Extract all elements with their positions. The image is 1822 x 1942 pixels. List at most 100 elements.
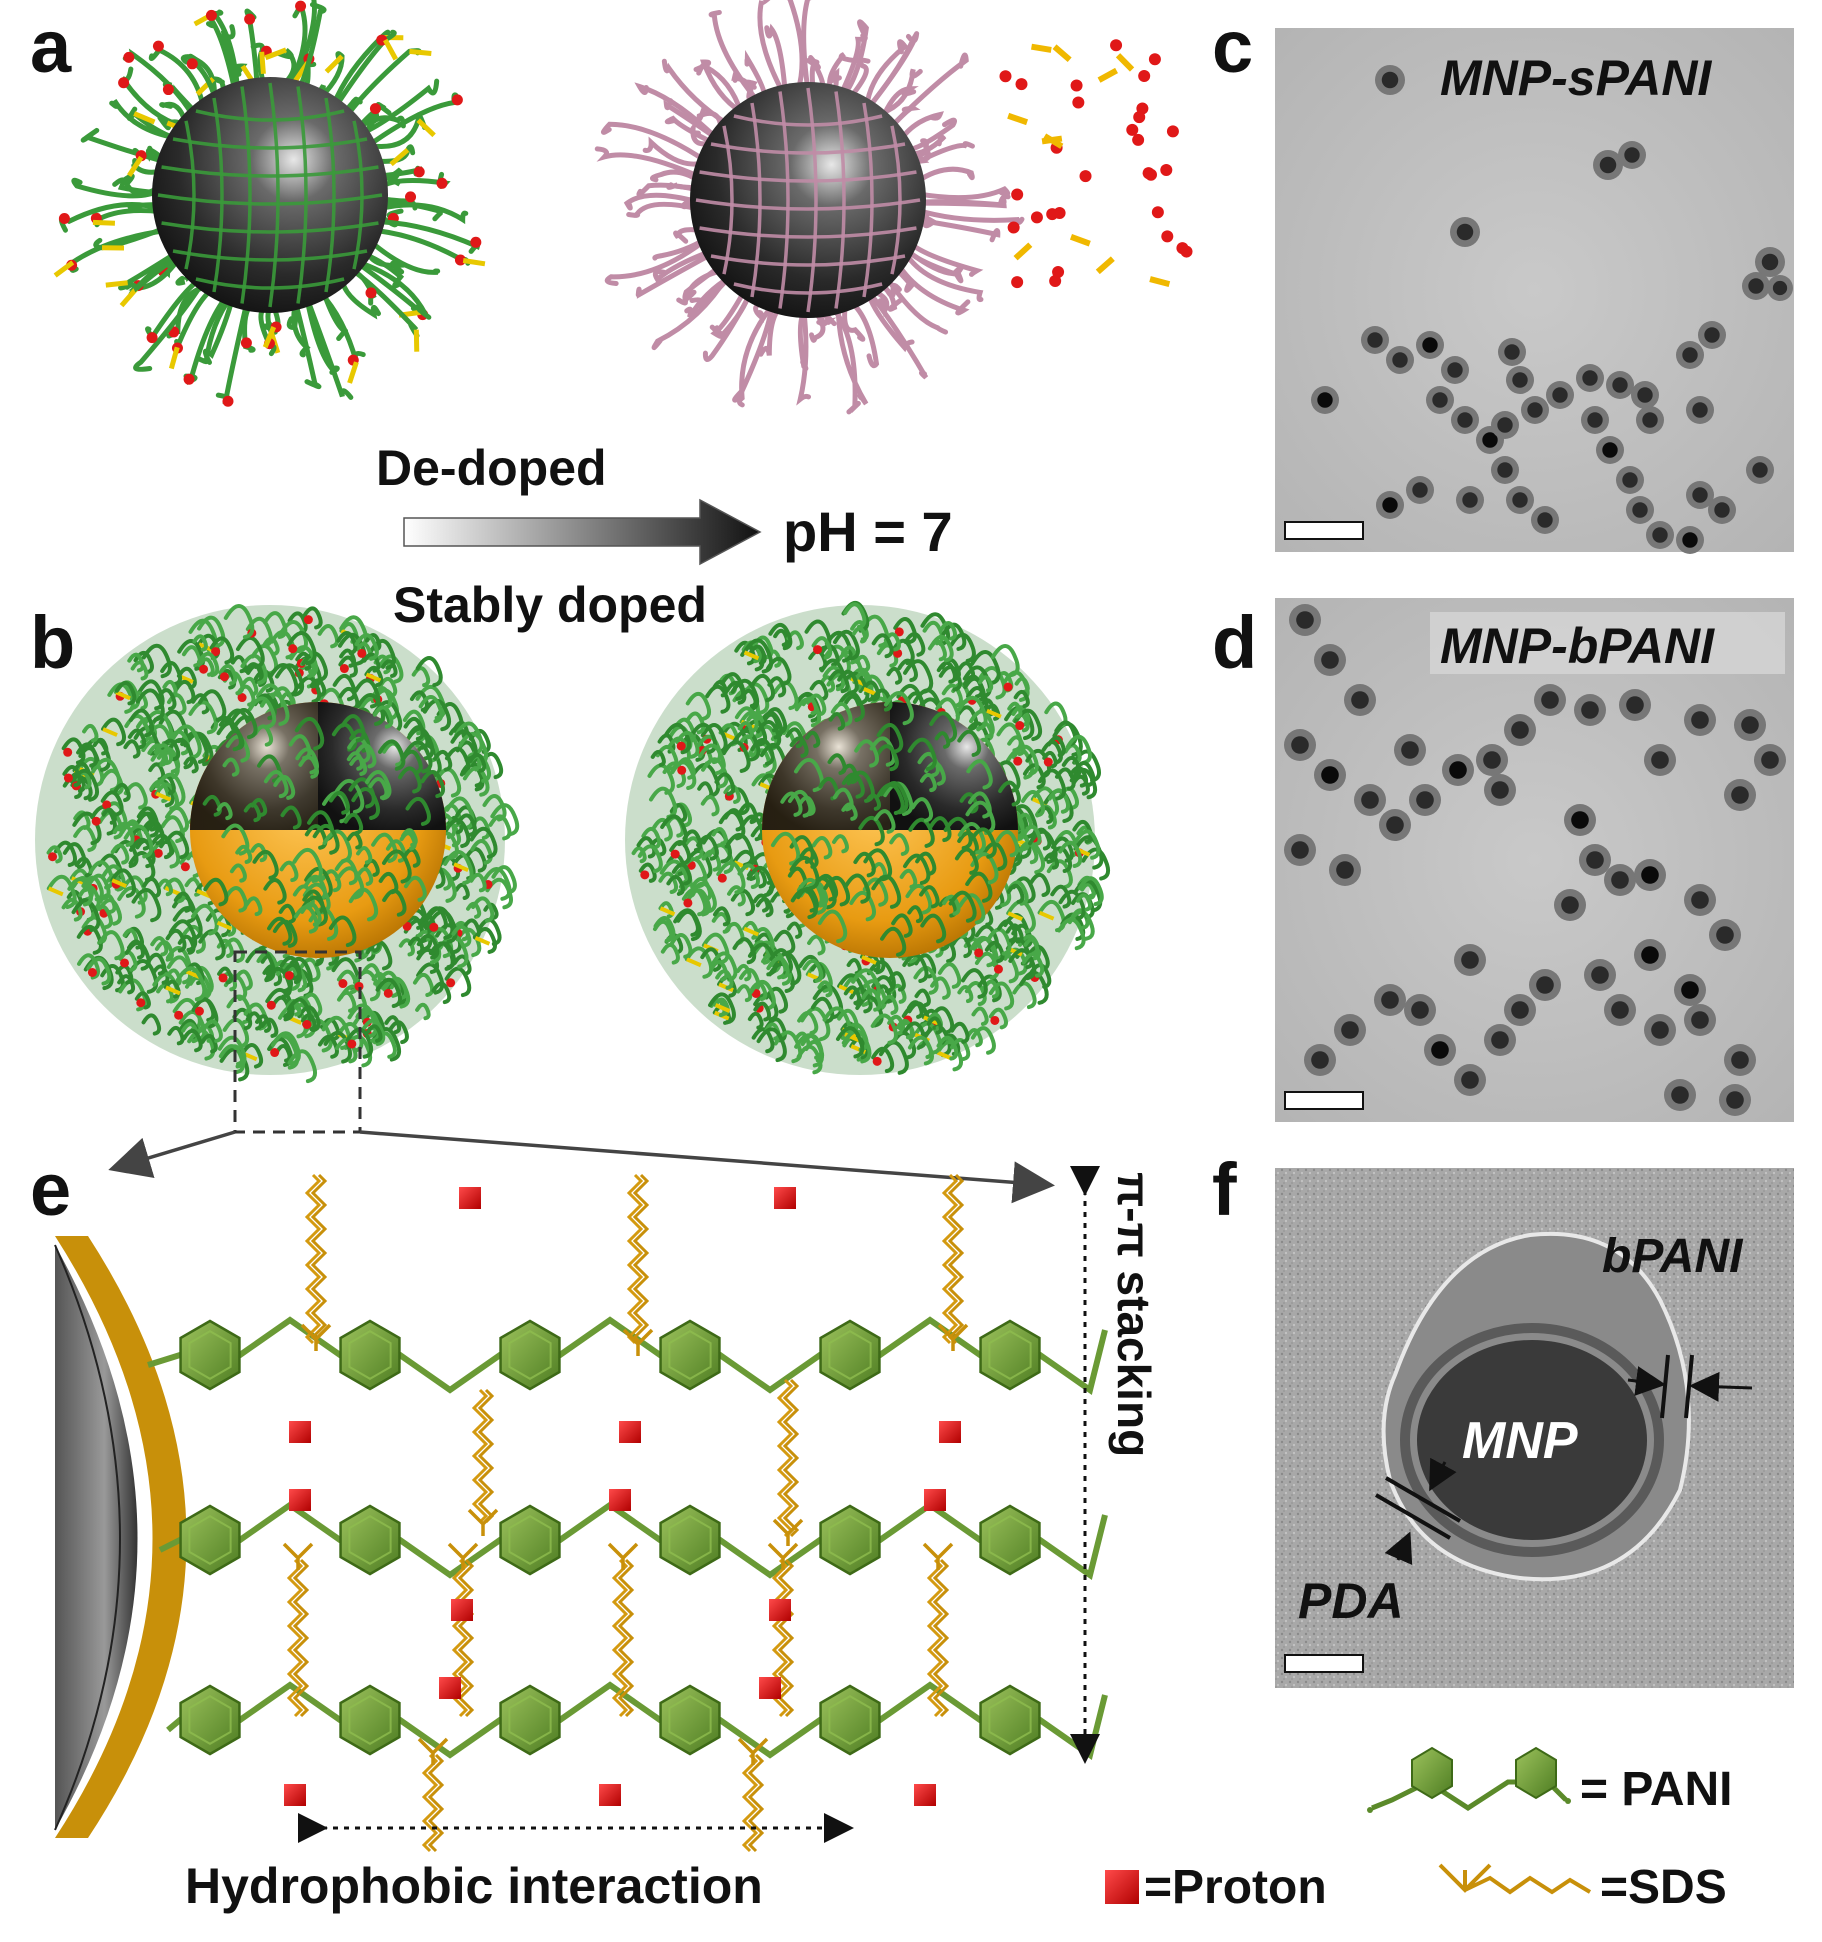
polymer-chain xyxy=(1071,774,1090,796)
sds-dash xyxy=(262,326,277,349)
sds-dash xyxy=(168,346,180,370)
core-particle xyxy=(1641,946,1659,964)
polymer-chain xyxy=(216,802,233,821)
polymer-chain xyxy=(298,755,319,779)
polymer-chain xyxy=(876,723,904,754)
sds-dash xyxy=(1097,67,1118,83)
polymer-chain xyxy=(732,728,761,762)
polymer-chain xyxy=(843,602,867,629)
sds-tail xyxy=(941,1173,959,1345)
proton-dot xyxy=(357,648,367,658)
polymer-chain xyxy=(198,689,227,722)
polymer-chain xyxy=(841,802,858,821)
sds-dash xyxy=(714,1003,731,1013)
network-strand xyxy=(195,277,345,290)
polymer-chain xyxy=(196,651,220,678)
sds-dash xyxy=(1007,112,1029,126)
polymer-chain xyxy=(76,742,99,768)
proton-dot xyxy=(677,765,687,775)
polymer-chain xyxy=(847,298,880,369)
polymer-chain xyxy=(221,823,250,856)
polymer-chain xyxy=(1081,847,1111,881)
core-particle xyxy=(1336,861,1354,879)
proton-dot xyxy=(1007,221,1020,234)
polymer-chain xyxy=(466,901,482,919)
proton-dot xyxy=(180,862,190,872)
polymer-chain xyxy=(970,1026,996,1055)
polymer-chain xyxy=(253,724,274,747)
dedoped-nanoparticle-right xyxy=(594,0,1193,415)
polymer-chain xyxy=(1022,763,1046,790)
sds-dash xyxy=(743,926,759,937)
core-particle xyxy=(1752,462,1768,478)
sds-molecules xyxy=(282,1173,969,1853)
polymer-chain xyxy=(77,953,101,980)
polymer-chain xyxy=(473,927,498,954)
polymer-chain xyxy=(1007,701,1023,719)
polymer-chain xyxy=(787,0,805,93)
proton-dot xyxy=(813,645,823,655)
network-strand xyxy=(268,82,280,308)
proton-dot xyxy=(102,800,112,810)
polymer-chain xyxy=(372,705,394,729)
benzene-ring xyxy=(819,1504,881,1576)
polymer-chain xyxy=(235,635,265,669)
proton-dot xyxy=(1043,757,1053,767)
polymer-chain xyxy=(801,696,818,716)
polymer-chain xyxy=(840,19,869,99)
benzene-ring-inner xyxy=(828,1695,872,1745)
network-strand xyxy=(834,91,846,309)
polymer-chain xyxy=(444,746,471,776)
polymer-chain xyxy=(235,844,253,864)
polymer-chain xyxy=(903,659,934,694)
sds-dash xyxy=(416,118,436,138)
polymer-chain xyxy=(948,890,977,923)
polymer-chain xyxy=(832,629,860,661)
polymer-chain xyxy=(753,1001,772,1022)
polymer-chain xyxy=(696,61,744,116)
sds-dash xyxy=(861,955,877,965)
polymer-chain xyxy=(689,881,717,914)
polymer-chain xyxy=(802,958,824,983)
polymer-chain xyxy=(701,849,722,872)
polymer-chain xyxy=(245,616,273,648)
sds-tail xyxy=(292,1558,310,1718)
polymer-chain xyxy=(732,937,757,965)
polymer-chain xyxy=(874,68,923,117)
polymer-chain xyxy=(830,701,853,727)
sds-dash xyxy=(383,38,398,61)
polymer-chain xyxy=(469,816,491,840)
polymer-chain xyxy=(812,984,844,1020)
polymer-chain xyxy=(964,981,987,1007)
polymer-chain xyxy=(919,885,940,909)
polymer-chain xyxy=(763,707,788,735)
proton-dot xyxy=(1148,53,1161,66)
polymer-chain xyxy=(101,807,117,825)
polymer-chain xyxy=(136,806,159,832)
benzene-ring-inner xyxy=(348,1515,392,1565)
polymer-chain xyxy=(634,82,720,142)
core-particle xyxy=(1512,372,1528,388)
proton-dot xyxy=(1013,756,1023,766)
polymer-chain xyxy=(828,669,850,694)
core-particle xyxy=(1381,71,1399,89)
sds-dash xyxy=(743,650,760,661)
polymer-chain xyxy=(131,888,162,923)
proton-dot xyxy=(413,166,425,178)
polymer-chain xyxy=(433,749,453,772)
proton-dot xyxy=(1126,123,1139,136)
polymer-chain xyxy=(986,927,1012,956)
proton-dot xyxy=(1151,206,1164,219)
polymer-chain xyxy=(685,711,706,735)
polymer-chain xyxy=(150,936,169,957)
polymer-chain xyxy=(273,774,296,800)
core-particle xyxy=(1761,253,1779,271)
polymer-chain xyxy=(155,772,186,808)
core-particle xyxy=(1624,147,1640,163)
polymer-chain xyxy=(182,1028,203,1053)
core-particle xyxy=(1447,362,1463,378)
proton-square xyxy=(939,1421,961,1443)
polymer-chain xyxy=(134,991,151,1010)
proton-square xyxy=(451,1599,473,1621)
panel-a-letter: a xyxy=(30,5,72,88)
